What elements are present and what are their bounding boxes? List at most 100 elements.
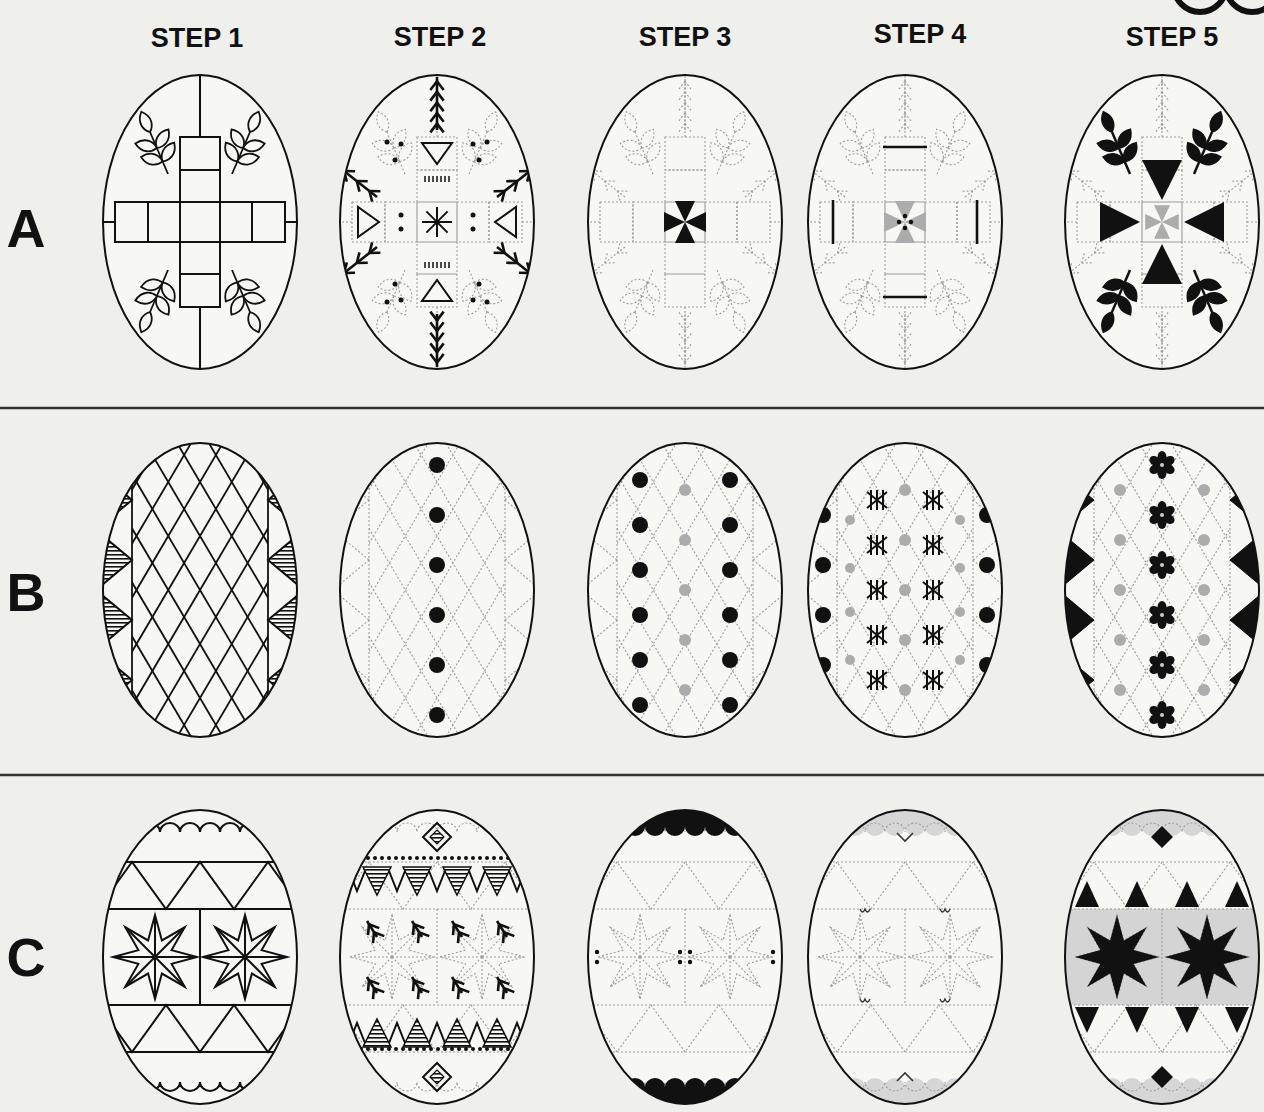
- lattice-line: [1094, 430, 1230, 601]
- dot: [815, 607, 831, 623]
- fern-barb: [905, 102, 912, 111]
- side-triangle: [1058, 710, 1094, 770]
- fern-barb: [605, 180, 616, 181]
- star-spoke: [639, 915, 640, 957]
- fern-barb: [1094, 190, 1105, 191]
- star-spoke: [920, 927, 950, 957]
- fern-barb: [437, 354, 444, 363]
- leaf: [619, 291, 643, 306]
- fern-barb: [357, 181, 360, 192]
- diamond: [1151, 826, 1173, 848]
- dot: [979, 607, 995, 623]
- star-spoke: [860, 956, 902, 957]
- hatched-cross: [867, 625, 887, 645]
- dot: [679, 534, 691, 546]
- fern-barb: [898, 312, 905, 321]
- cross-box: [489, 202, 522, 242]
- fern-stem: [1064, 167, 1102, 197]
- side-triangle: [333, 410, 369, 470]
- fern-barb: [898, 333, 905, 342]
- fern-barb: [685, 81, 692, 90]
- band-line: [1062, 1004, 1262, 1005]
- dot: [722, 472, 738, 488]
- fern-barb: [617, 190, 628, 191]
- flower-center: [1158, 561, 1167, 570]
- fern-barb: [1094, 242, 1097, 253]
- branch-stem: [635, 132, 653, 174]
- triangle: [422, 280, 452, 301]
- flower-center: [1158, 611, 1167, 620]
- scallop-cap: [585, 1078, 785, 1112]
- fern-barb: [905, 124, 912, 133]
- star-spoke: [730, 957, 760, 987]
- fern-barb: [905, 343, 912, 352]
- leaf: [950, 110, 969, 134]
- row-letter: C: [7, 930, 46, 984]
- lattice-line: [837, 430, 973, 547]
- fern-barb: [837, 252, 848, 253]
- side-triangle: [1058, 410, 1094, 470]
- lattice-line: [837, 579, 973, 750]
- fern-barb: [1155, 312, 1162, 321]
- fern-barb: [418, 932, 419, 943]
- lattice: [369, 430, 505, 750]
- lattice-line: [369, 430, 505, 601]
- step-heading: STEP 1: [151, 25, 244, 52]
- leaf: [134, 138, 158, 153]
- leaf: [479, 138, 503, 153]
- fern-stem: [452, 921, 462, 937]
- dot: [352, 856, 356, 860]
- cross-box: [180, 242, 220, 274]
- hatched-triangle: [363, 867, 391, 895]
- fern-barb: [825, 181, 828, 192]
- cross-box: [665, 242, 705, 274]
- leaf: [625, 152, 649, 167]
- leaf: [706, 280, 727, 304]
- lattice-line: [837, 430, 973, 655]
- star-spoke: [700, 957, 730, 987]
- lattice-line: [837, 430, 973, 439]
- egg-design: [805, 72, 1005, 372]
- triangle: [1075, 881, 1099, 907]
- star-spoke: [481, 915, 482, 957]
- fern-barb: [605, 181, 608, 192]
- leaf: [1204, 138, 1228, 153]
- chevron: [429, 871, 445, 891]
- lattice-line: [837, 579, 973, 750]
- side-triangle: [268, 710, 304, 770]
- fern-stem: [965, 167, 1003, 197]
- fern-barb: [962, 190, 973, 191]
- dot: [979, 467, 995, 483]
- lattice-line: [369, 430, 505, 439]
- bar-mark: [976, 200, 979, 244]
- fern-barb: [898, 322, 905, 331]
- side-triangle: [96, 710, 132, 770]
- star-spoke: [640, 927, 670, 957]
- fern-barb: [1162, 333, 1169, 342]
- fern-barb: [905, 322, 912, 331]
- star-spoke: [482, 957, 512, 987]
- star-spoke: [392, 956, 434, 957]
- star-spoke: [818, 956, 860, 957]
- cross-box: [885, 137, 925, 170]
- lattice-line: [132, 741, 268, 750]
- dot: [845, 515, 855, 525]
- fern-barb: [678, 92, 685, 101]
- leaf: [395, 280, 416, 304]
- egg-design: [96, 201, 304, 979]
- star-spoke: [452, 957, 482, 987]
- egg-outline: [103, 810, 297, 1104]
- dot: [632, 697, 648, 713]
- leaf: [643, 140, 664, 164]
- lattice-line: [617, 430, 753, 601]
- leaf: [926, 140, 947, 164]
- triangle: [1225, 881, 1249, 907]
- star-spoke: [640, 957, 670, 987]
- star-spoke: [155, 927, 185, 957]
- dot: [722, 607, 738, 623]
- fern-stem: [497, 247, 535, 277]
- fern-barb: [685, 312, 692, 321]
- fern-barb: [742, 190, 753, 191]
- dot: [815, 557, 831, 573]
